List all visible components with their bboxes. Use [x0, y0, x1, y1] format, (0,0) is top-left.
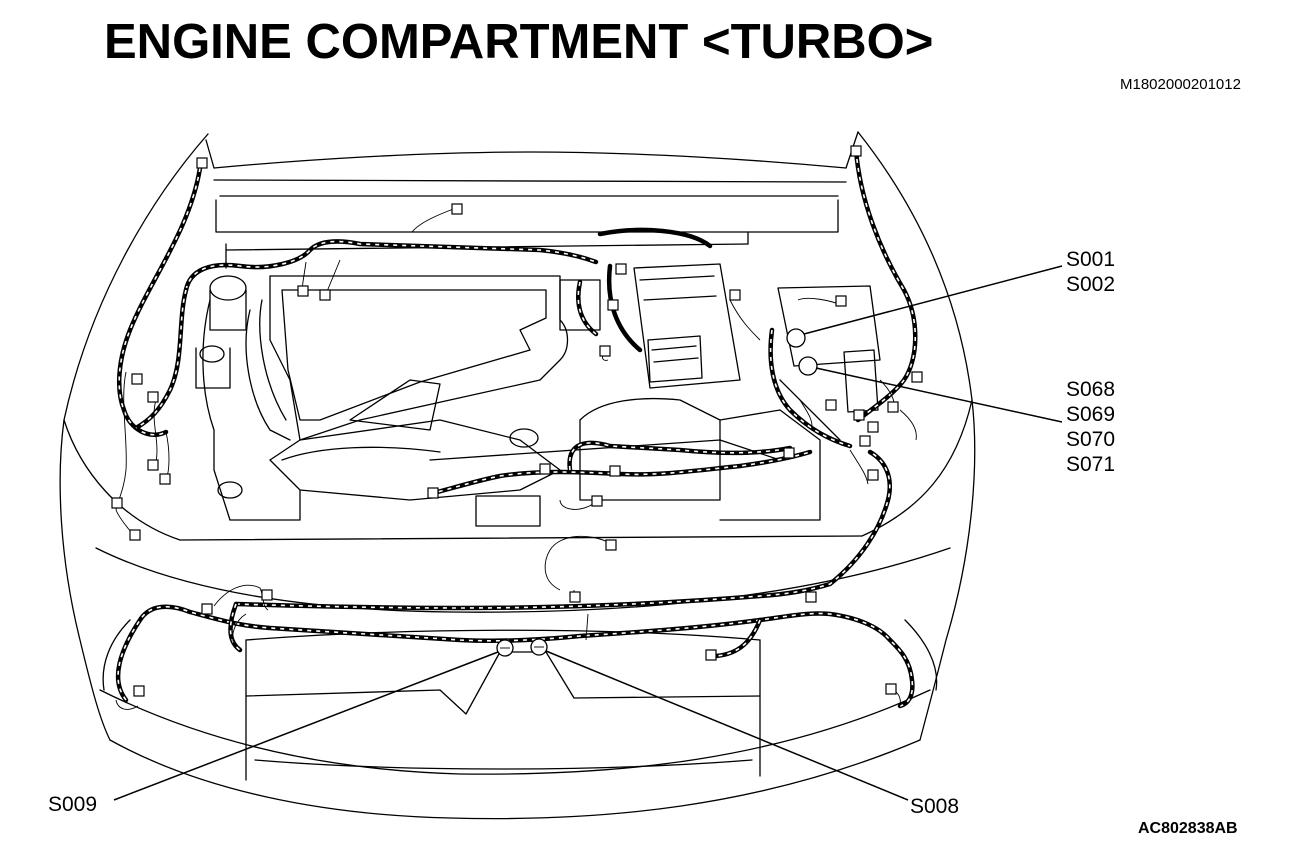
diagram-title: ENGINE COMPARTMENT <TURBO>	[104, 15, 934, 69]
splice-s068-s071	[798, 356, 818, 376]
callout-s008: S008	[910, 795, 960, 818]
connectors	[111, 145, 923, 697]
splice-s001-s002	[786, 328, 806, 348]
callout-s071: S071	[1066, 453, 1116, 476]
wiring-harness	[115, 147, 918, 709]
leader-lines	[113, 265, 1063, 801]
illustration-code: AC802838AB	[1138, 820, 1238, 837]
callout-s068: S068	[1066, 378, 1116, 401]
callout-s002: S002	[1066, 273, 1116, 296]
splice-markers	[496, 328, 818, 657]
car-body-outline	[59, 131, 976, 820]
callout-s069: S069	[1066, 403, 1116, 426]
thin-wires	[115, 207, 917, 710]
engine-block	[195, 275, 781, 527]
figure-code: M1802000201012	[1120, 76, 1241, 93]
battery-fusebox	[559, 263, 881, 521]
callout-s070: S070	[1066, 428, 1116, 451]
callout-s001: S001	[1066, 248, 1116, 271]
callout-s009: S009	[48, 793, 98, 816]
